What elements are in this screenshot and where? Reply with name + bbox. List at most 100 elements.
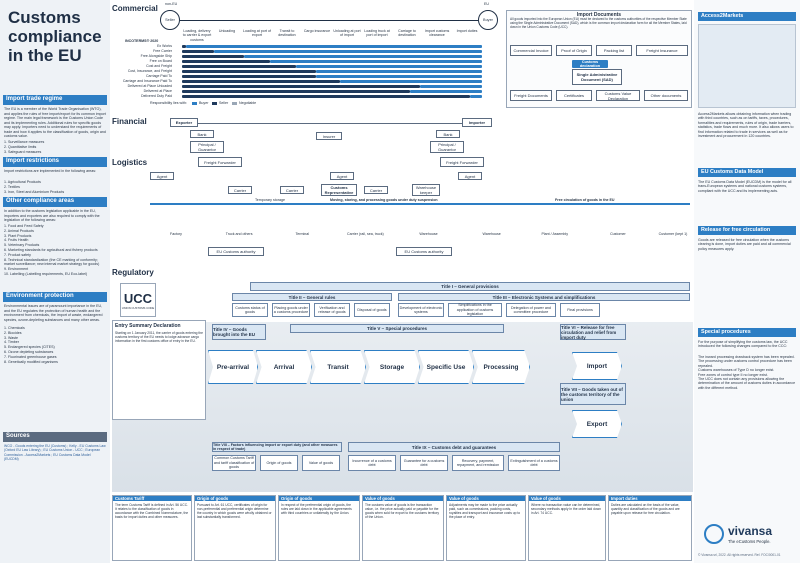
entry-summary-title: Entry Summary Declaration [115, 323, 181, 329]
stage-label: Carriage to destination [398, 29, 416, 38]
import-restrictions-list: 1. Agricultural Products 2. Textiles 3. … [4, 180, 106, 194]
bank-right: Bank [436, 130, 460, 138]
doc-certificates: Certificates [556, 90, 592, 101]
definition-text: The term Customs Tariff is defined in Ar… [115, 503, 189, 519]
stage-storage: Storage [364, 350, 420, 384]
stage-import: Import [572, 352, 622, 380]
doc-commercial-invoice: Commercial Invoice [510, 45, 552, 56]
list-item: 3. Iron, Steel and Aluminium Products [4, 189, 65, 194]
legend-seller-swatch [212, 102, 217, 105]
trade-line [180, 20, 478, 21]
place-label: Terminal [295, 232, 310, 236]
page-title: Customs compliance in the EU [8, 8, 102, 65]
definition-text: The customs value of goods is the transa… [365, 503, 440, 519]
list-item: The UCC does not contain any provisions … [698, 377, 796, 390]
title-i-bar: Title I – General provisions [250, 282, 690, 291]
list-item: The inward processing drawback system ha… [698, 355, 795, 359]
entry-summary-panel: Entry Summary Declaration Starting on 1 … [112, 320, 206, 420]
agent-box: Agent [330, 172, 354, 180]
temporary-storage-label: Temporary storage [255, 198, 285, 202]
debt-box: Extinguishment of a customs debt [508, 455, 560, 471]
list-item: 2. Textiles [4, 184, 20, 189]
section-logistics: Logistics [112, 158, 148, 167]
stage-arrival: Arrival [256, 350, 312, 384]
incoterm-label: Free Alongside Ship [140, 54, 172, 58]
legend-buyer-swatch [192, 102, 197, 105]
incoterm-buyer-bar [316, 75, 482, 78]
section-regulatory: Regulatory [112, 268, 154, 277]
importer-box-left: Exporter [170, 118, 198, 127]
definition-heading: Origin of goods [279, 496, 359, 501]
list-item: 2. Quantitative limits [4, 144, 37, 149]
financial-line [198, 123, 462, 124]
incoterm-buyer-bar [316, 70, 482, 73]
agent-box: Agent [150, 172, 174, 180]
list-item: 1. Agricultural Products [4, 180, 41, 184]
place-label: Factory [170, 232, 182, 236]
ucc-data-model-text: The EU Customs Data Model (EUCDM) is the… [698, 180, 792, 193]
debt-box: Guarantee for a customs debt [400, 455, 448, 471]
list-item: 8. Technical standardization (the CE mar… [4, 257, 100, 267]
gen-box: Verification and release of goods [314, 303, 350, 317]
definition-text: In respect of the preferential origin of… [281, 503, 352, 515]
entry-summary-text: Starting on 1 January 2011, the carrier … [115, 331, 203, 344]
import-restrictions-text: Import restrictions are implemented in t… [4, 169, 97, 173]
list-item: 4. Fruits Health [4, 238, 29, 243]
gen-box: Placing goods under a customs procedure [272, 303, 310, 317]
incoterm-seller-bar [182, 50, 214, 53]
list-item: 5. Endangered species (CITES) [4, 345, 55, 350]
list-item: 8. Genetically modified organisms [4, 359, 58, 364]
factor-box: Value of goods [302, 455, 340, 471]
carrier-box: Carrier [228, 186, 252, 194]
principal-left: Principal / Guarantor [190, 141, 224, 153]
ucc-logo: UCC UNION CUSTOMS CODE [120, 283, 156, 317]
release-text: Goods are released for free circulation … [698, 238, 791, 251]
stage-label: Import duties [456, 29, 478, 33]
carrier-box: Carrier [364, 186, 388, 194]
factor-box: Origin of goods [260, 455, 298, 471]
incoterms-title: INCOTERMS® 2020 [125, 39, 159, 43]
incoterm-label: Ex Works [157, 44, 172, 48]
list-item: 3. Waste [4, 335, 19, 340]
doc-proof-of-origin: Proof of Origin [556, 45, 592, 56]
principal-right: Principal / Guarantor [430, 141, 464, 153]
environment-heading: Environment protection [3, 292, 107, 302]
incoterm-label: Free on Board [149, 59, 172, 63]
stage-label: Loading at port of export [243, 29, 271, 38]
stage-transit: Transit [310, 350, 366, 384]
ucc-data-model-heading: EU Customs Data Model [698, 168, 796, 177]
stage-label: Loading truck at port of import [364, 29, 390, 38]
footer-copyright: © Vivansa srl, 2022. All rights reserved… [698, 553, 781, 557]
definition-text: Where no transaction value can be determ… [531, 503, 602, 515]
agent-box: Agent [458, 172, 482, 180]
import-trade-regime-text: The EU is a member of the World Trade Or… [4, 107, 106, 138]
doc-sad: Single Administrative Document (SAD) [572, 69, 622, 85]
stage-processing: Processing [472, 350, 530, 384]
list-item: 7. Product safety [4, 252, 31, 257]
incoterm-label: Carriage and Insurance Paid To [122, 79, 172, 83]
definition-heading: Import duties [609, 496, 691, 501]
place-label: Truck and others [225, 232, 253, 236]
section-financial: Financial [112, 117, 147, 126]
stage-export: Export [572, 410, 622, 438]
eu-label: EU [484, 2, 489, 6]
incoterm-buyer-bar [470, 95, 482, 98]
incoterm-seller-bar [182, 85, 420, 88]
stage-pre-arrival: Pre-arrival [208, 350, 258, 384]
vivansa-brand: vivansa [728, 524, 773, 538]
stage-header: Loading, delivery to carrier & export cu… [182, 29, 482, 42]
access2markets-heading: Access2Markets [698, 12, 796, 21]
incoterm-seller-bar [182, 70, 316, 73]
definition-text: Adjustments may be made to the price act… [449, 503, 521, 519]
legend-buyer: Buyer [199, 101, 209, 105]
incoterm-buyer-bar [244, 55, 482, 58]
import-documents-intro: All goods imported into the European Uni… [510, 17, 687, 30]
list-item: 9. Environment [4, 267, 29, 272]
special-procedures-list: The inward processing drawback system ha… [698, 355, 796, 390]
incoterm-label: Delivered at Place Unloaded [127, 84, 172, 88]
customs-authority-right: EU Customs authority [396, 247, 452, 256]
elec-box: Delegation of power and committee proced… [506, 303, 556, 317]
buyer-node: Buyer [478, 10, 498, 30]
factor-box: Common Customs Tariff and tariff classif… [212, 455, 256, 471]
